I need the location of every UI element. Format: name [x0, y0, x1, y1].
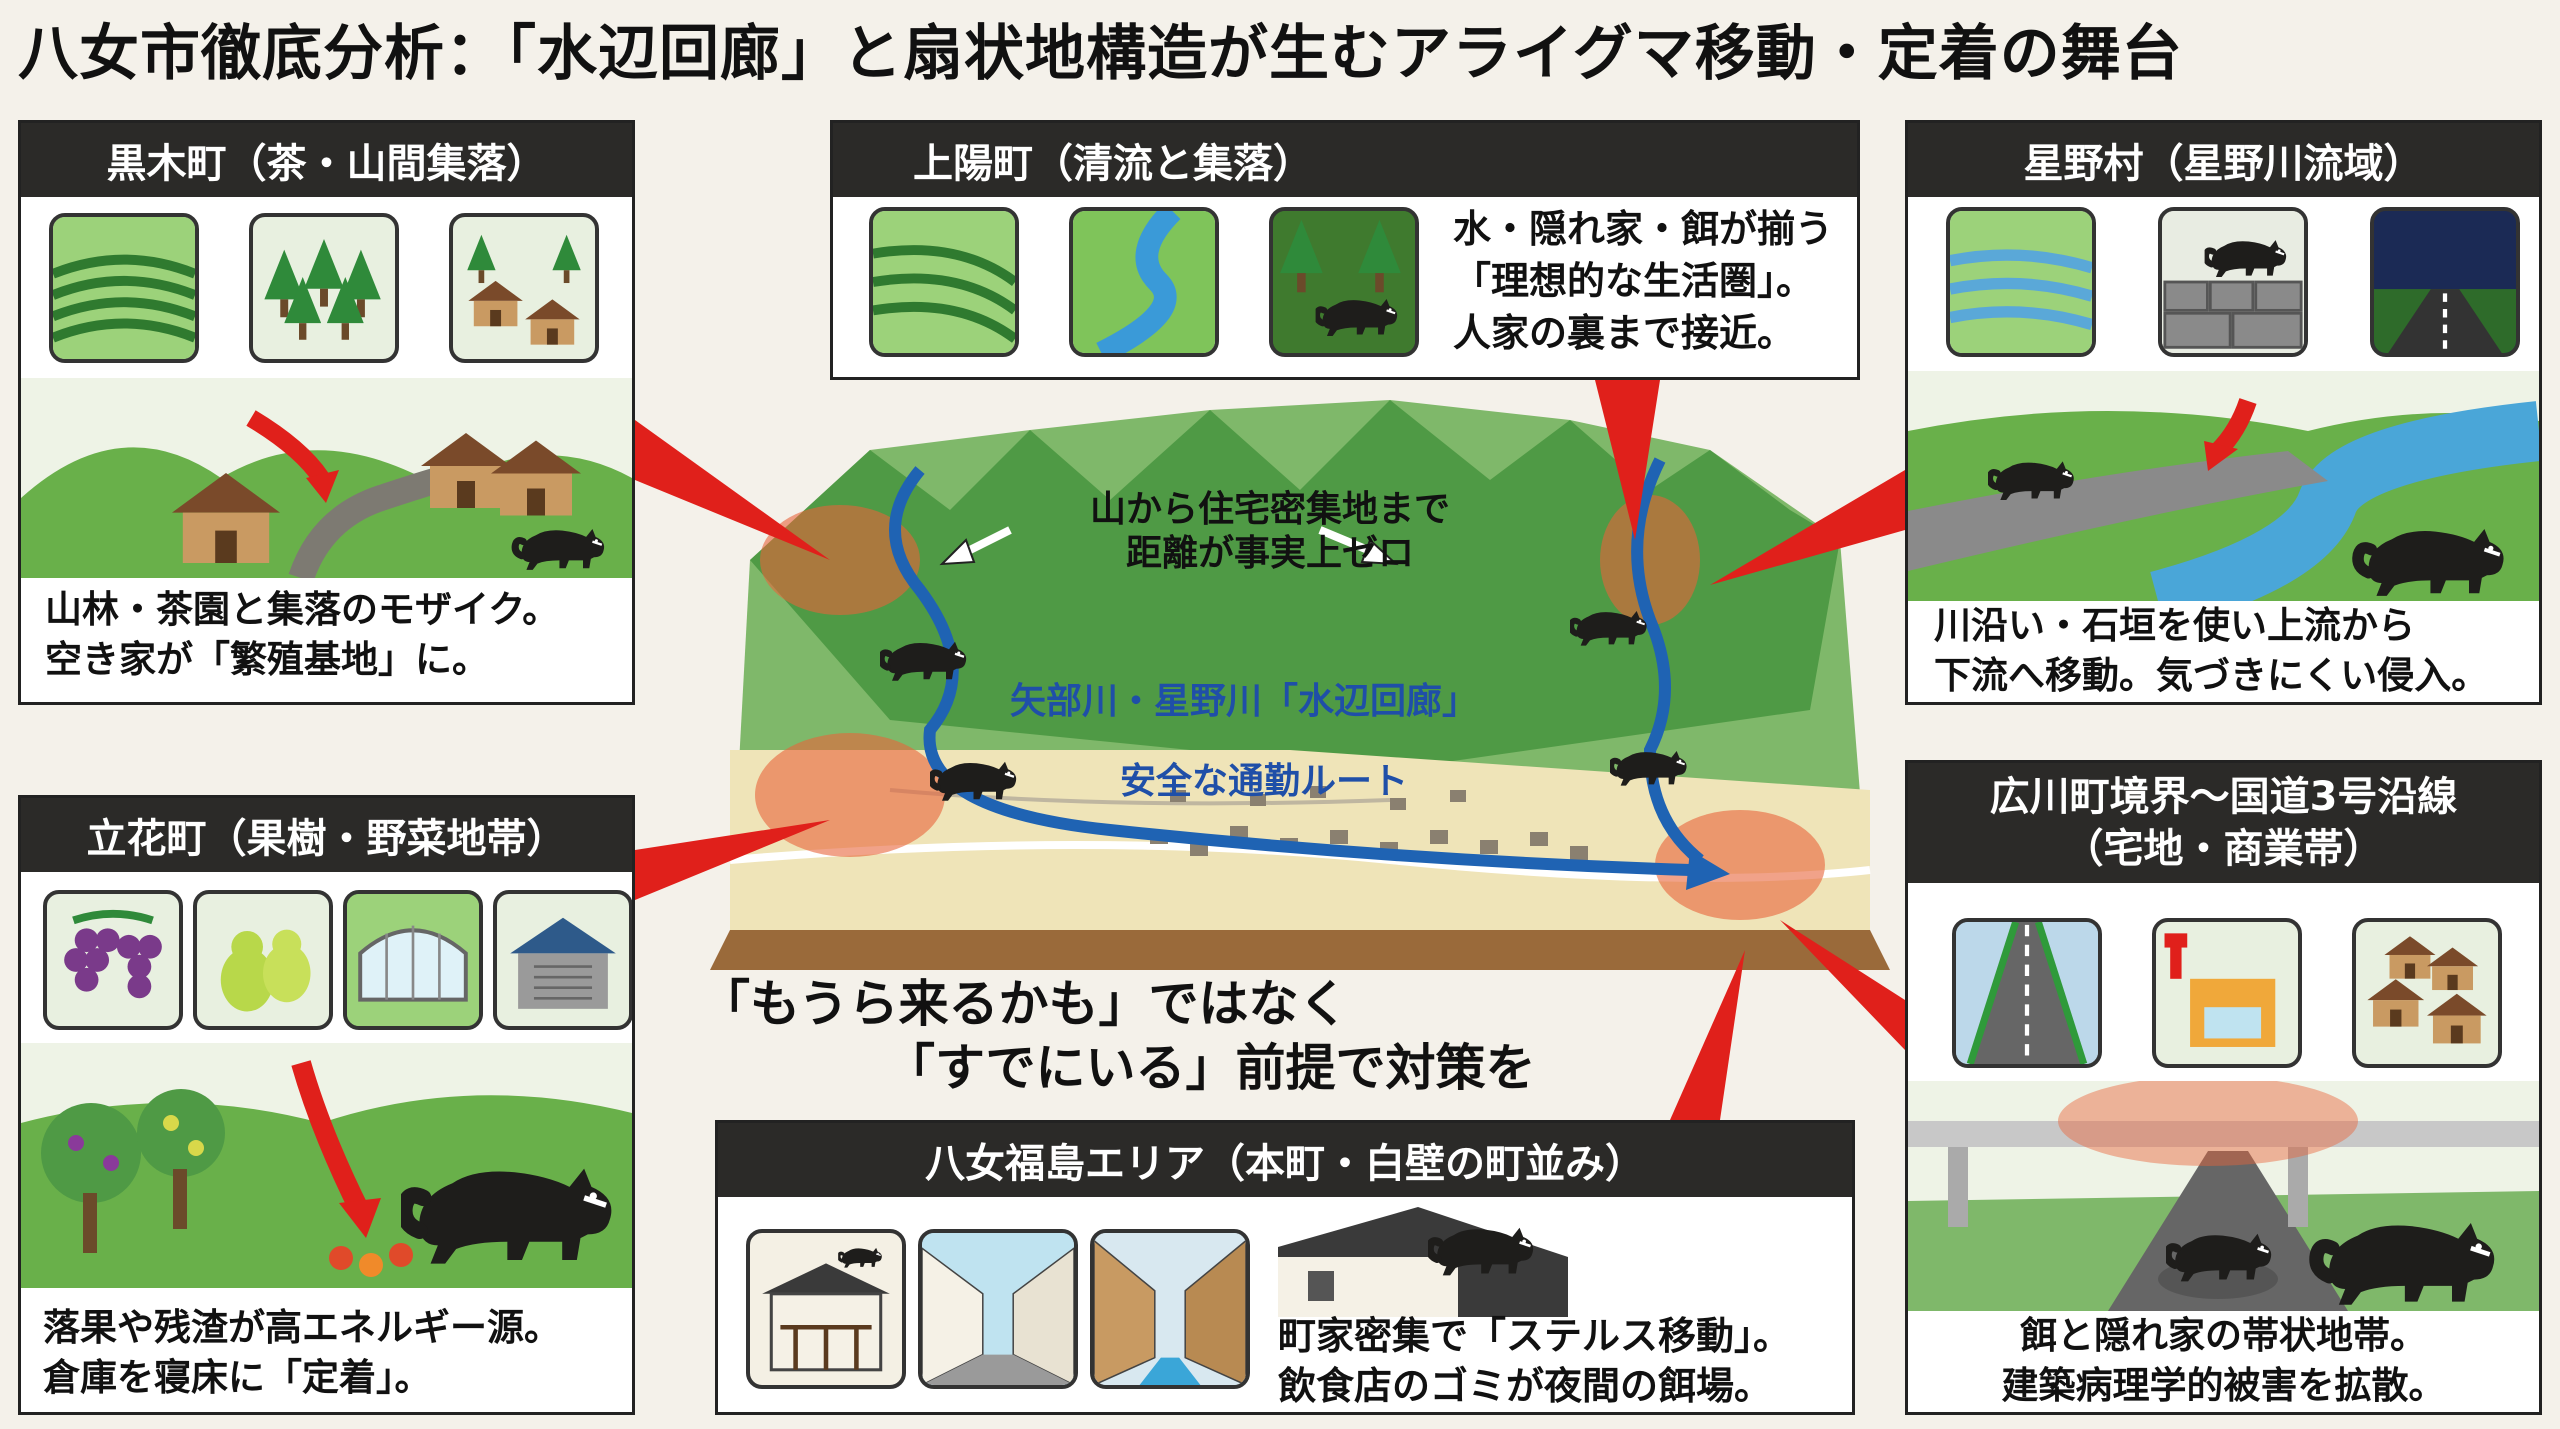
houses-icon [2352, 918, 2502, 1068]
canal-street-icon [1090, 1229, 1250, 1389]
hotspot-fukushima [1655, 810, 1825, 920]
night-road-icon [2370, 207, 2520, 357]
page-title: 八女市徹底分析：「水辺回廊」と扇状地構造が生むアライグマ移動・定着の舞台 [18, 19, 2183, 89]
terraced-field-icon [869, 207, 1019, 357]
greenhouse-icon [343, 890, 483, 1030]
panel-caption: 餌と隠れ家の帯状地帯。建築病理学的被害を拡散。 [2001, 1314, 2446, 1407]
panel-caption: 水・隠れ家・餌が揃う「理想的な生活圏」。人家の裏まで接近。 [1453, 207, 1834, 355]
kurogi-scene [21, 378, 632, 578]
fukushima-scene [1278, 1207, 1568, 1317]
street-icon [918, 1229, 1078, 1389]
panel-tachibana: 立花町（果樹・野菜地帯） 落果や残渣が高エネルギー源。倉庫を寝床に「定着」。 [18, 795, 635, 1415]
panel-heading: 広川町境界〜国道3号沿線（宅地・商業帯） [1908, 763, 2539, 883]
rice-terrace-icon [1946, 207, 2096, 357]
panel-kurogi: 黒木町（茶・山間集落） 山林・茶園と集落のモザイク。空き家が「繁殖基地」に。 [18, 120, 635, 705]
panel-hirokawa: 広川町境界〜国道3号沿線（宅地・商業帯） 餌と隠れ家の帯状地帯。建築病理学的被害… [1905, 760, 2542, 1415]
panel-caption: 川沿い・石垣を使い上流から下流へ移動。気づきにくい侵入。 [1934, 604, 2489, 697]
panel-caption: 山林・茶園と集落のモザイク。空き家が「繁殖基地」に。 [45, 588, 560, 681]
panel-hoshino: 星野村（星野川流域） 川沿い・石垣を使い上流から下流へ移動。気づきにくい侵入。 [1905, 120, 2542, 705]
panel-fukushima: 八女福島エリア（本町・白壁の町並み） 町家密集で「ステルス移動」。飲食店のゴミが… [715, 1120, 1855, 1415]
river-hoshino [1631, 457, 1704, 865]
grape-icon [43, 890, 183, 1030]
panel-joyo: 上陽町（清流と集落） 水・隠れ家・餌が揃う「理想的な生活圏」。人家の裏まで接近。 [830, 120, 1860, 380]
key-message: 「もうら来るかも」ではなく 「すでにいる」前提で対策を [700, 975, 1536, 1097]
forest-icon [249, 213, 399, 363]
panel-heading: 黒木町（茶・山間集落） [21, 123, 632, 197]
hoshino-scene [1908, 371, 2539, 601]
commute-route-label: 安全な通勤ルート [1120, 761, 1409, 802]
tachibana-scene [21, 1043, 632, 1288]
shop-icon [2152, 918, 2302, 1068]
panel-caption: 町家密集で「ステルス移動」。飲食店のゴミが夜間の餌場。 [1278, 1314, 1792, 1408]
hotspot-hoshino [1600, 495, 1700, 625]
terrain-map [710, 400, 1890, 970]
tea-field-icon [49, 213, 199, 363]
village-icon [449, 213, 599, 363]
panel-heading: 立花町（果樹・野菜地帯） [21, 798, 632, 872]
hirokawa-scene [1908, 1081, 2539, 1311]
panel-heading: 八女福島エリア（本町・白壁の町並み） [718, 1123, 1852, 1197]
river-corridor-label: 矢部川・星野川「水辺回廊」 [1010, 681, 1479, 722]
pear-icon [193, 890, 333, 1030]
machiya-icon [746, 1229, 906, 1389]
stone-wall-raccoon-icon [2158, 207, 2308, 357]
hotspot-kurogi [760, 505, 920, 615]
panel-heading: 星野村（星野川流域） [1908, 123, 2539, 197]
forest-raccoon-icon [1269, 207, 1419, 357]
panel-heading: 上陽町（清流と集落） [833, 123, 1857, 197]
highway-icon [1952, 918, 2102, 1068]
mountain-note: 山から住宅密集地まで距離が事実上ゼロ [1090, 489, 1451, 574]
river-icon [1069, 207, 1219, 357]
panel-caption: 落果や残渣が高エネルギー源。倉庫を寝床に「定着」。 [43, 1306, 561, 1399]
warehouse-icon [493, 890, 632, 1030]
